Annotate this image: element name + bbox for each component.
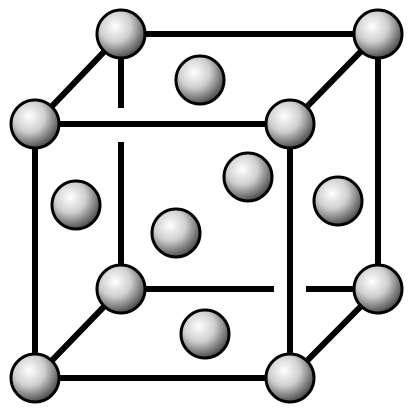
atom-corner-front-top-right — [264, 98, 316, 150]
atom-face-bottom — [179, 308, 231, 360]
atom-corner-front-top-left — [9, 98, 61, 150]
atom-face-top — [174, 54, 226, 106]
front-edges — [32, 121, 293, 381]
atom-corner-back-top-right — [352, 8, 404, 60]
atom-corner-back-top-left — [95, 8, 147, 60]
atom-face-front — [150, 207, 202, 259]
back-atoms — [50, 8, 404, 360]
atom-face-left — [50, 179, 102, 231]
atom-face-right — [312, 175, 364, 227]
atom-face-back — [222, 151, 274, 203]
atom-corner-front-bottom-right — [264, 352, 316, 404]
front-atoms — [9, 98, 316, 404]
atom-corner-front-bottom-left — [9, 352, 61, 404]
atom-corner-back-bottom-left — [95, 263, 147, 315]
atom-corner-back-bottom-right — [352, 263, 404, 315]
